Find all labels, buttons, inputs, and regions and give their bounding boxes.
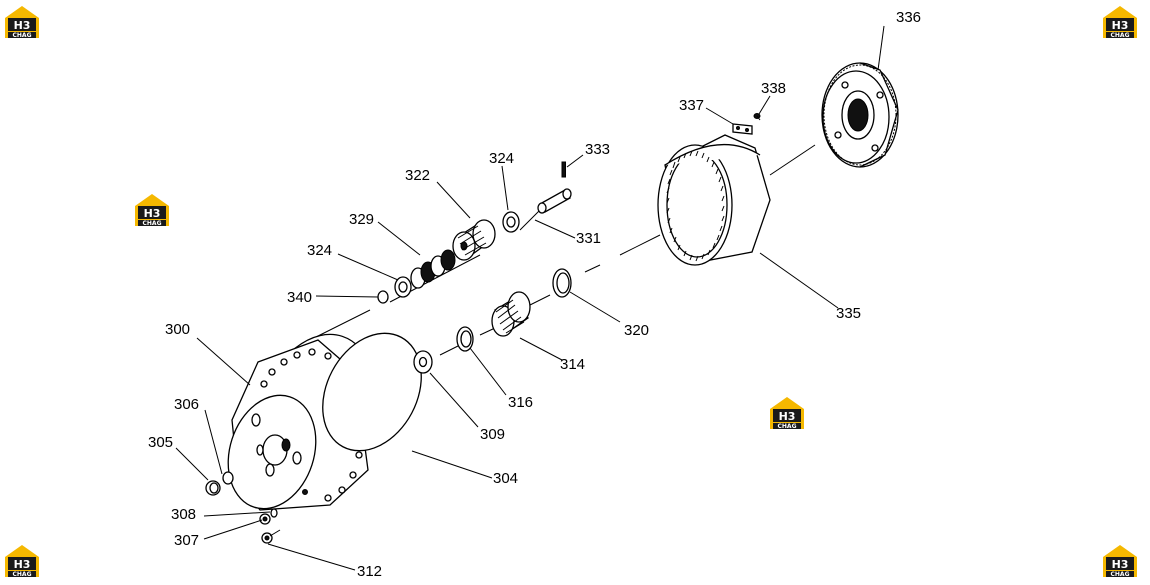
label-307: 307: [174, 532, 199, 549]
svg-text:H3: H3: [1112, 558, 1129, 571]
label-306: 306: [174, 396, 199, 413]
planet-gear-322: [452, 219, 496, 261]
watermark-logo-bottom-right: H3 CHAG: [1103, 545, 1137, 578]
watermark-logo-mid-right: H3 CHAG: [770, 397, 804, 430]
label-329: 329: [349, 211, 374, 228]
planet-pin-331: [537, 188, 572, 214]
label-333: 333: [585, 141, 610, 158]
lock-plate-337: [732, 123, 753, 135]
sun-gear-314: [491, 291, 531, 337]
snap-ring-320: [552, 268, 572, 298]
label-316: 316: [508, 394, 533, 411]
label-304: 304: [493, 470, 518, 487]
svg-text:CHAG: CHAG: [1111, 571, 1130, 578]
label-336: 336: [896, 9, 921, 26]
washer-324-upper: [502, 211, 520, 233]
svg-text:H3: H3: [1112, 19, 1129, 32]
watermark-logo-mid-left: H3 CHAG: [135, 194, 169, 227]
o-ring-304: [322, 332, 422, 452]
label-305: 305: [148, 434, 173, 451]
ring-340: [377, 290, 389, 304]
needle-bearings-329: [410, 249, 456, 289]
label-331: 331: [576, 230, 601, 247]
ring-gear-335: [657, 134, 771, 266]
bolt-312: [261, 529, 281, 544]
washer-309: [413, 350, 433, 374]
label-338: 338: [761, 80, 786, 97]
o-ring-308: [270, 508, 278, 518]
label-300: 300: [165, 321, 190, 338]
svg-text:CHAG: CHAG: [143, 220, 162, 227]
watermark-logo-bottom-left: H3 CHAG: [5, 545, 39, 578]
carrier-gear-336: [821, 62, 899, 168]
svg-text:CHAG: CHAG: [13, 32, 32, 39]
svg-text:H3: H3: [14, 558, 31, 571]
svg-text:CHAG: CHAG: [13, 571, 32, 578]
o-ring-306: [222, 471, 234, 485]
label-312: 312: [357, 563, 382, 580]
screw-338: [753, 113, 761, 121]
svg-text:H3: H3: [14, 19, 31, 32]
label-340: 340: [287, 289, 312, 306]
leader-lines: [175, 25, 885, 571]
label-314: 314: [560, 356, 585, 373]
callout-labels: 300 304 305 306 307 308 309 312 314 316 …: [148, 9, 921, 580]
washer-324-lower: [394, 276, 412, 298]
watermark-logo-top-left: H3 CHAG: [5, 6, 39, 39]
label-322: 322: [405, 167, 430, 184]
label-309: 309: [480, 426, 505, 443]
label-337: 337: [679, 97, 704, 114]
plug-307: [259, 513, 271, 525]
label-320: 320: [624, 322, 649, 339]
plug-305: [205, 480, 221, 496]
label-308: 308: [171, 506, 196, 523]
label-324-lower: 324: [307, 242, 332, 259]
svg-text:H3: H3: [779, 410, 796, 423]
ring-316: [456, 326, 474, 352]
label-335: 335: [836, 305, 861, 322]
roll-pin-333: [561, 161, 566, 178]
label-324-upper: 324: [489, 150, 514, 167]
svg-text:CHAG: CHAG: [778, 423, 797, 430]
svg-text:CHAG: CHAG: [1111, 32, 1130, 39]
svg-text:H3: H3: [144, 207, 161, 220]
watermark-logo-top-right: H3 CHAG: [1103, 6, 1137, 39]
